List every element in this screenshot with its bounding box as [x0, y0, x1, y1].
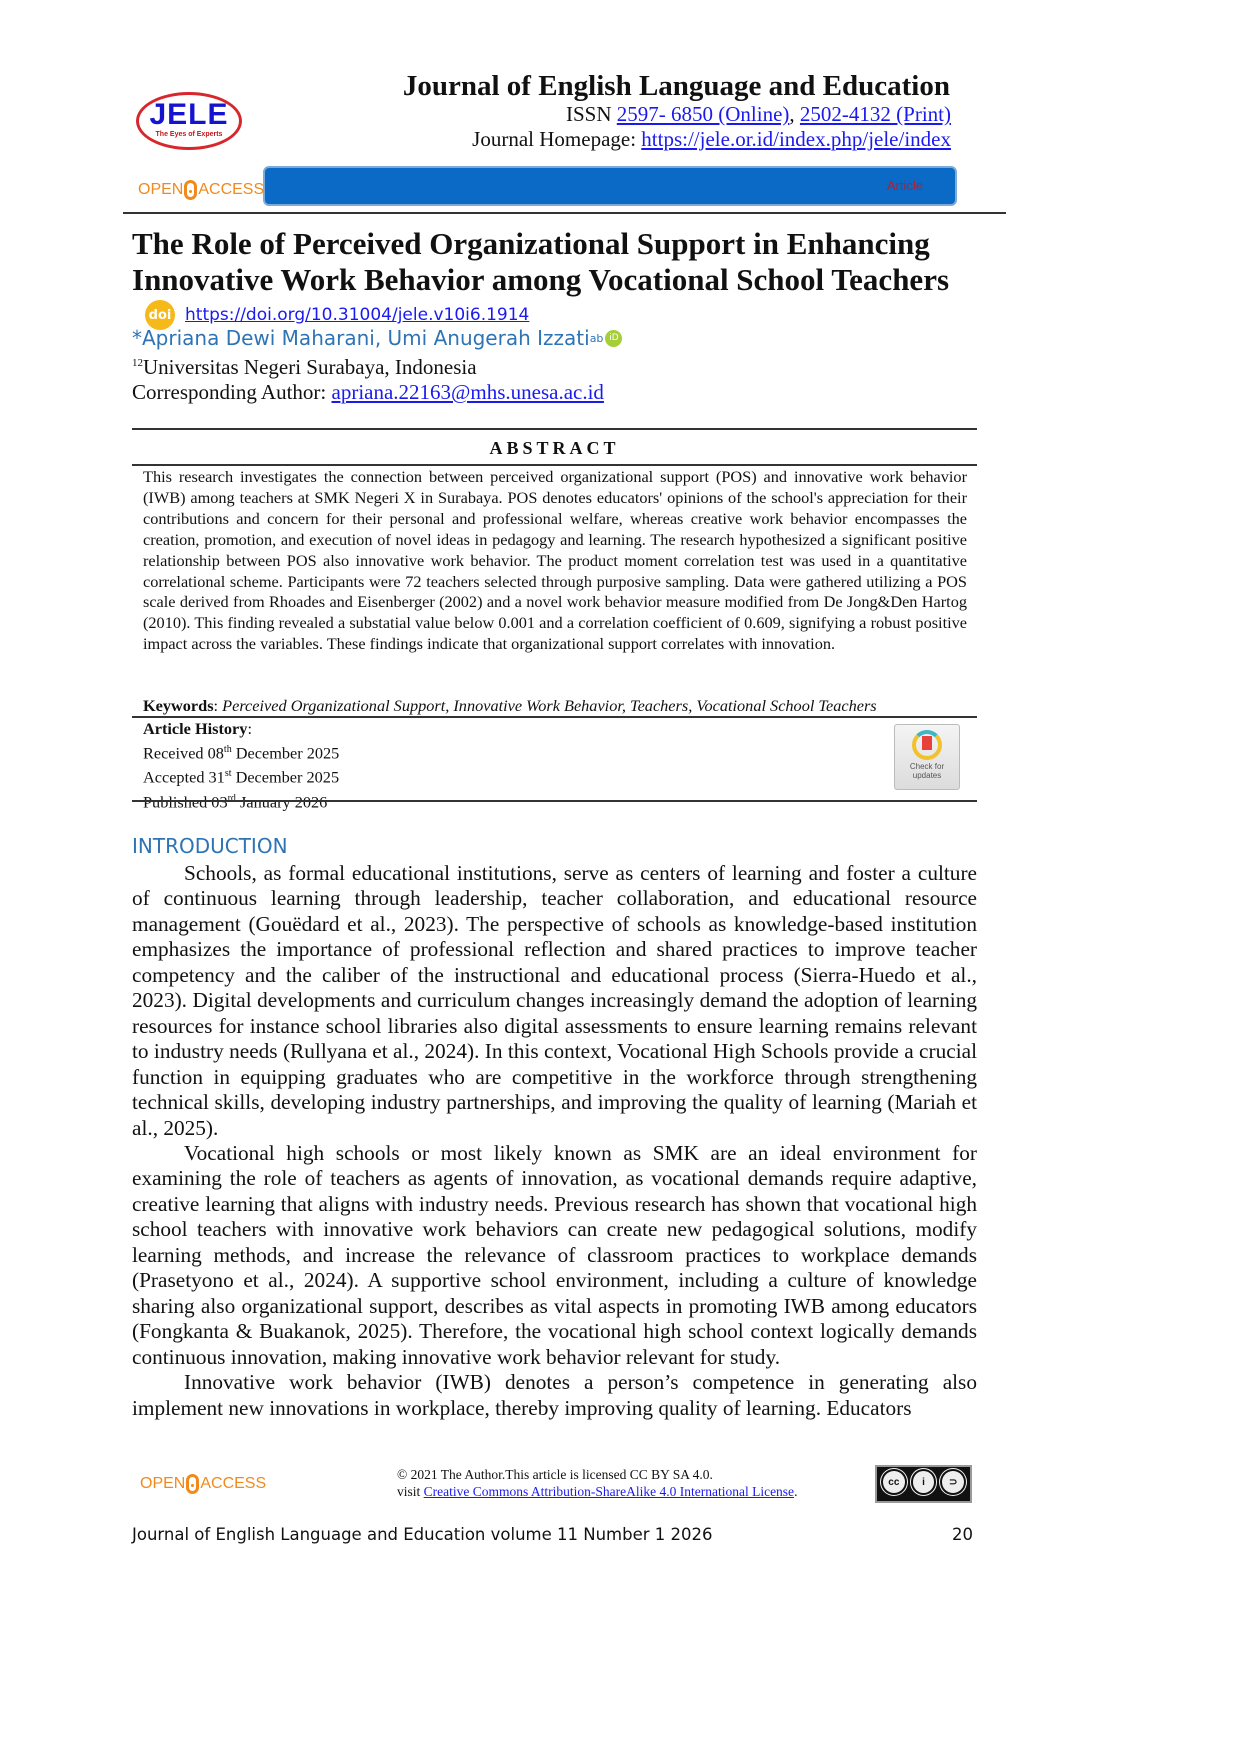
- homepage-line: Journal Homepage: https://jele.or.id/ind…: [472, 127, 951, 152]
- open-lock-icon: [184, 180, 198, 200]
- doi-icon: doi: [145, 300, 175, 330]
- logo-text: JELE: [149, 98, 229, 131]
- homepage-label: Journal Homepage:: [472, 127, 637, 151]
- affiliation-text: Universitas Negeri Surabaya, Indonesia: [143, 355, 477, 379]
- open-access-left: OPEN: [140, 1475, 186, 1492]
- issn-line: ISSN 2597- 6850 (Online), 2502-4132 (Pri…: [566, 102, 951, 127]
- author-names: *Apriana Dewi Maharani, Umi Anugerah Izz…: [132, 326, 590, 350]
- license-notice: © 2021 The Author.This article is licens…: [397, 1467, 798, 1499]
- footer-open-access-logo: OPEN ACCESS: [140, 1474, 266, 1494]
- open-access-logo: OPEN ACCESS: [138, 180, 264, 200]
- by-icon: i: [909, 1468, 938, 1496]
- published-date: Published 03rd January 2026: [143, 792, 328, 812]
- orcid-icon[interactable]: iD: [605, 329, 623, 347]
- corresponding-label: Corresponding Author:: [132, 380, 327, 404]
- jele-logo: JELE The Eyes of Experts: [136, 92, 242, 150]
- affiliation: 12Universitas Negeri Surabaya, Indonesia: [132, 355, 477, 380]
- issn-print-link[interactable]: 2502-4132 (Print): [799, 102, 951, 126]
- history-rule: [132, 800, 977, 802]
- open-access-right: ACCESS: [200, 1475, 267, 1492]
- history-label: Article History: [143, 719, 248, 738]
- introduction-heading: INTRODUCTION: [132, 834, 288, 858]
- author-sup: ab: [589, 331, 604, 345]
- issn-online-link[interactable]: 2597- 6850 (Online): [616, 102, 790, 126]
- journal-title: Journal of English Language and Educatio…: [402, 70, 950, 102]
- article-history: Article History: Received 08th December …: [143, 719, 340, 812]
- article-title: The Role of Perceived Organizational Sup…: [132, 226, 950, 297]
- open-lock-icon: [186, 1474, 200, 1494]
- homepage-link[interactable]: https://jele.or.id/index.php/jele/index: [641, 127, 951, 151]
- received-date: Received 08th December 2025: [143, 743, 340, 763]
- cc-icon: cc: [880, 1468, 908, 1496]
- paragraph: Vocational high schools or most likely k…: [132, 1140, 977, 1369]
- cc-by-sa-badge[interactable]: cc i ⊃: [875, 1465, 972, 1503]
- keywords-list: Perceived Organizational Support, Innova…: [222, 696, 877, 715]
- corresponding-author: Corresponding Author: apriana.22163@mhs.…: [132, 380, 604, 405]
- abstract-rule: [132, 464, 977, 466]
- check-for-updates-button[interactable]: Check for updates: [894, 724, 960, 790]
- accepted-date: Accepted 31st December 2025: [143, 767, 340, 787]
- abstract-heading: ABSTRACT: [489, 438, 620, 458]
- header-divider: [123, 212, 1006, 214]
- issn-separator: ,: [789, 102, 795, 126]
- page-number: 20: [952, 1525, 973, 1544]
- introduction-body: Schools, as formal educational instituti…: [132, 861, 977, 1421]
- sa-icon: ⊃: [939, 1468, 968, 1496]
- affiliation-sup: 12: [132, 357, 143, 369]
- doi-line: doi https://doi.org/10.31004/jele.v10i6.…: [145, 300, 529, 330]
- issn-label: ISSN: [566, 102, 612, 126]
- authors: *Apriana Dewi Maharani, Umi Anugerah Izz…: [132, 326, 623, 350]
- open-access-right: ACCESS: [198, 181, 265, 198]
- license-visit: visit: [397, 1484, 421, 1499]
- check-updates-label: Check for updates: [909, 762, 945, 780]
- keywords: Keywords: Perceived Organizational Suppo…: [143, 696, 877, 715]
- paragraph: Schools, as formal educational instituti…: [132, 861, 977, 1140]
- license-line: © 2021 The Author.This article is licens…: [397, 1467, 713, 1482]
- corresponding-email-link[interactable]: apriana.22163@mhs.unesa.ac.id: [331, 380, 604, 404]
- logo-tagline: The Eyes of Experts: [155, 131, 223, 138]
- keywords-label: Keywords: [143, 696, 214, 715]
- license-link[interactable]: Creative Commons Attribution-ShareAlike …: [423, 1484, 795, 1499]
- abstract-top-rule: [132, 428, 977, 430]
- article-type: Article: [886, 178, 923, 193]
- doi-link[interactable]: https://doi.org/10.31004/jele.v10i6.1914: [185, 305, 530, 325]
- article-type-bar: Article: [263, 166, 957, 206]
- keywords-rule: [132, 716, 977, 718]
- paragraph: Innovative work behavior (IWB) denotes a…: [132, 1370, 977, 1420]
- check-updates-icon: [912, 730, 942, 760]
- abstract-text: This research investigates the connectio…: [143, 467, 967, 654]
- footer-journal-volume: Journal of English Language and Educatio…: [132, 1525, 713, 1544]
- open-access-left: OPEN: [138, 181, 184, 198]
